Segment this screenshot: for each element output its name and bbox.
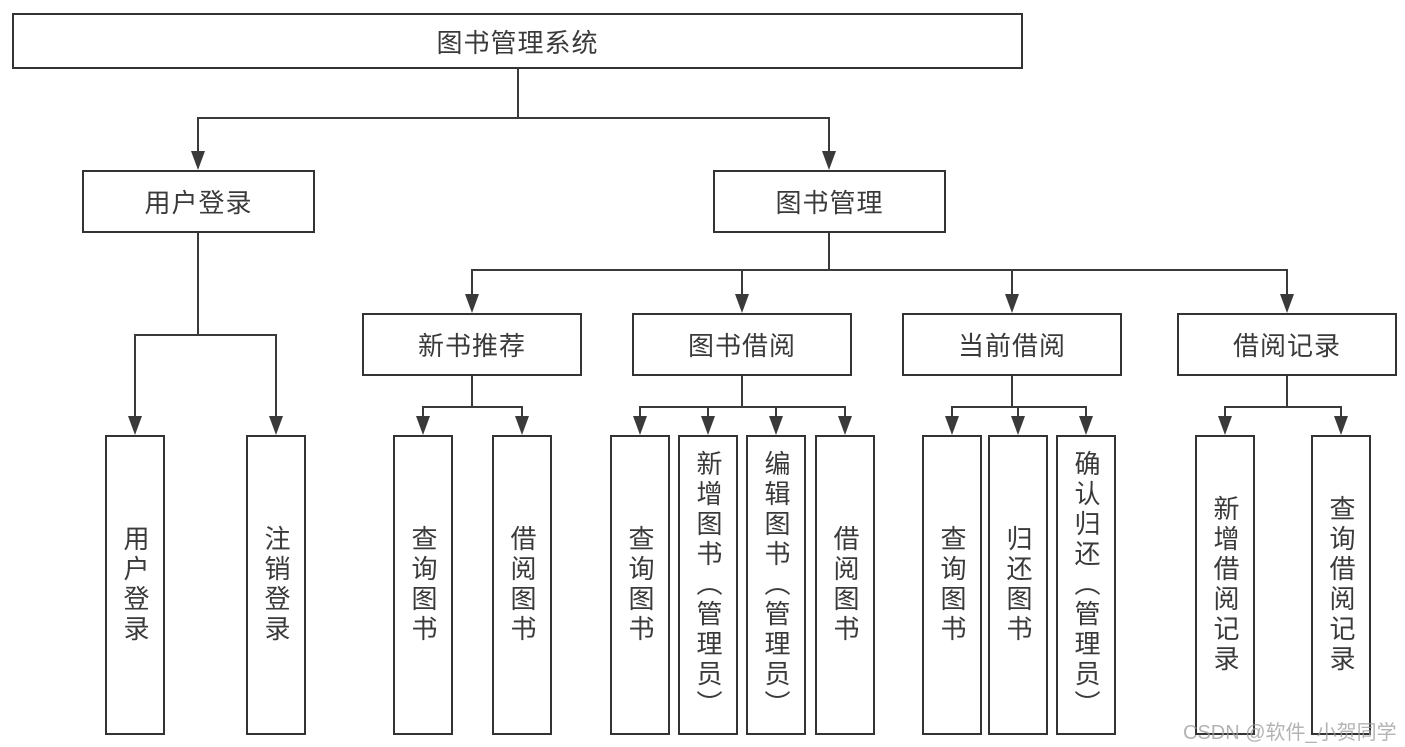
node-user-login: 用户登录 (82, 170, 315, 233)
leaf-logout: 注销登录 (246, 435, 306, 735)
node-root: 图书管理系统 (12, 13, 1023, 69)
node-book-management: 图书管理 (713, 170, 946, 233)
node-new-book-recommendation: 新书推荐 (362, 313, 582, 376)
leaf-query-borrowing-record: 查询借阅记录 (1311, 435, 1371, 735)
leaf-return-books: 归还图书 (988, 435, 1048, 735)
leaf-add-borrowing-record: 新增借阅记录 (1195, 435, 1255, 735)
leaf-borrow-books-recommend: 借阅图书 (492, 435, 552, 735)
arrowheads (128, 151, 1348, 435)
leaf-query-books-current: 查询图书 (922, 435, 982, 735)
leaf-borrow-books: 借阅图书 (815, 435, 875, 735)
node-book-borrowing: 图书借阅 (632, 313, 852, 376)
leaf-query-books-borrowing: 查询图书 (610, 435, 670, 735)
node-current-borrowing: 当前借阅 (902, 313, 1122, 376)
leaf-confirm-return-admin: 确认归还（管理员） (1056, 435, 1116, 735)
leaf-query-books-recommend: 查询图书 (393, 435, 453, 735)
leaf-add-books-admin: 新增图书（管理员） (678, 435, 738, 735)
leaf-user-login: 用户登录 (105, 435, 165, 735)
watermark: CSDN @软件_小贺同学 (1183, 722, 1397, 744)
leaf-edit-books-admin: 编辑图书（管理员） (746, 435, 806, 735)
node-borrowing-records: 借阅记录 (1177, 313, 1397, 376)
